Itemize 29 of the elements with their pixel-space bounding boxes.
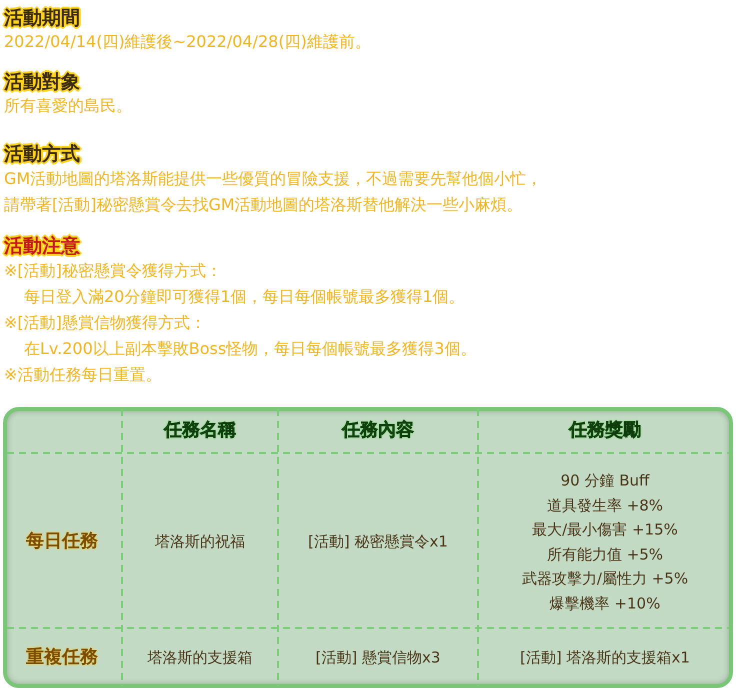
body-text: 2022/04/14(四)維護後~2022/04/28(四)維護前。 bbox=[4, 33, 371, 52]
table-cell-text: [活動] 塔洛斯的支援箱x1 bbox=[520, 649, 690, 667]
section-heading: 活動方式 bbox=[4, 144, 80, 166]
table-cell-text: [活動] 懸賞信物x3 bbox=[316, 649, 440, 667]
table-cell-text: 塔洛斯的祝福 bbox=[155, 533, 245, 551]
section-heading: 活動期間 bbox=[4, 8, 80, 30]
reward-line: 武器攻擊力/屬性力 +5% bbox=[522, 570, 688, 588]
body-text: 所有喜愛的島民。 bbox=[4, 97, 132, 116]
section-heading: 活動對象 bbox=[4, 72, 80, 94]
body-text: GM活動地圖的塔洛斯能提供一些優質的冒險支援，不過需要先幫他個小忙， bbox=[4, 170, 542, 188]
row-header: 重複任務 bbox=[26, 648, 98, 668]
body-text: 請帶著[活動]秘密懸賞令去找GM活動地圖的塔洛斯替他解決一些小麻煩。 bbox=[4, 196, 523, 214]
note-text: 每日登入滿20分鐘即可獲得1個，每日每個帳號最多獲得1個。 bbox=[24, 288, 465, 306]
table-cell-text: 塔洛斯的支援箱 bbox=[148, 649, 252, 667]
section-heading: 活動注意 bbox=[4, 236, 80, 258]
note-text: 在Lv.200以上副本擊敗Boss怪物，每日每個帳號最多獲得3個。 bbox=[24, 340, 476, 358]
table-cell-text: [活動] 秘密懸賞令x1 bbox=[308, 533, 448, 551]
note-text: ※[活動]懸賞信物獲得方式： bbox=[4, 314, 206, 332]
reward-line: 90 分鐘 Buff bbox=[560, 472, 650, 490]
column-header: 任務內容 bbox=[342, 420, 414, 442]
reward-line: 最大/最小傷害 +15% bbox=[532, 521, 678, 539]
reward-line: 所有能力值 +5% bbox=[546, 546, 664, 564]
reward-line: 道具發生率 +8% bbox=[546, 496, 664, 514]
note-text: ※活動任務每日重置。 bbox=[4, 366, 162, 384]
reward-line: 爆擊機率 +10% bbox=[550, 594, 660, 612]
column-header: 任務名稱 bbox=[164, 420, 236, 442]
note-text: ※[活動]秘密懸賞令獲得方式： bbox=[4, 262, 222, 280]
row-header: 每日任務 bbox=[26, 532, 98, 552]
column-header: 任務獎勵 bbox=[569, 420, 641, 442]
